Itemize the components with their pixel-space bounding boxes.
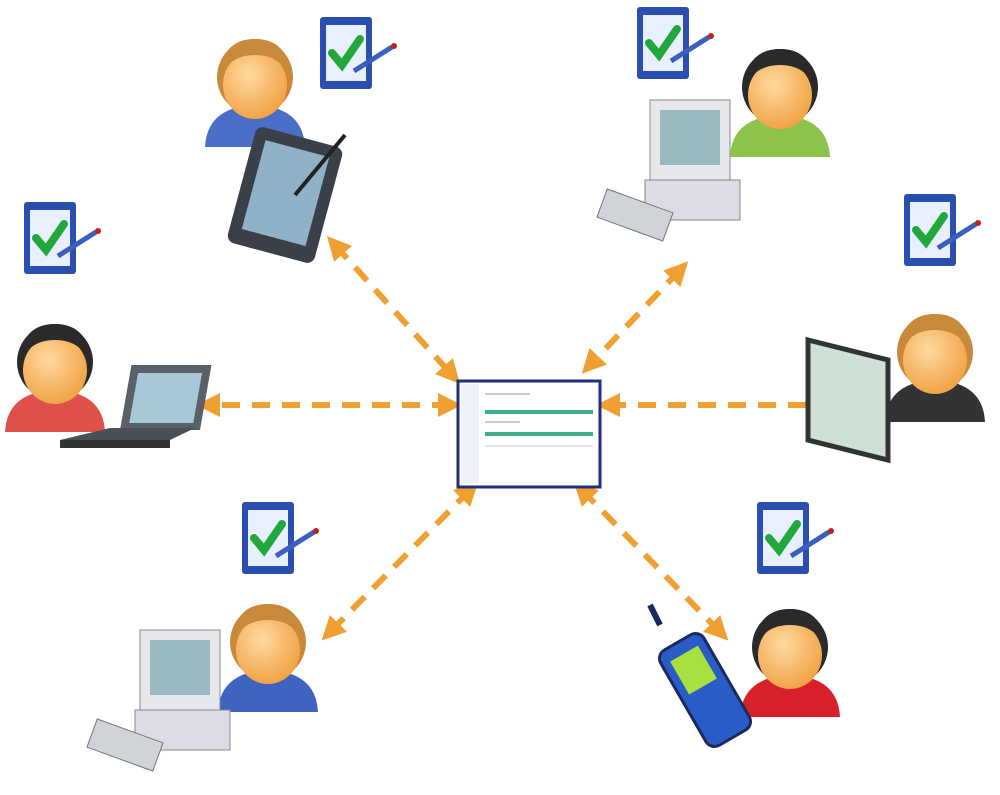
bidirectional-arrow xyxy=(326,236,461,384)
phone-user xyxy=(647,502,840,748)
person-icon xyxy=(5,324,105,432)
checklist-icon xyxy=(757,502,834,574)
bidirectional-arrow xyxy=(573,481,729,641)
person-icon xyxy=(205,39,305,147)
checklist-icon xyxy=(242,502,319,574)
bidirectional-arrow xyxy=(321,481,479,641)
laptop-icon xyxy=(60,365,212,448)
desktop-user-bottom xyxy=(86,502,319,772)
monitor-user xyxy=(805,194,985,464)
tablet-user xyxy=(205,17,397,263)
checklist-icon xyxy=(904,194,981,266)
desktop-computer-icon xyxy=(596,99,741,242)
central-web-form xyxy=(456,379,602,489)
person-icon xyxy=(218,604,318,712)
checklist-icon xyxy=(320,17,397,89)
mobile-phone-icon xyxy=(647,603,752,748)
form-field xyxy=(485,432,593,436)
tablet-icon xyxy=(227,127,347,263)
bidirectional-arrow xyxy=(581,261,689,374)
connector-arrows xyxy=(196,236,842,641)
person-icon xyxy=(730,49,830,157)
form-field xyxy=(485,410,593,414)
person-icon xyxy=(885,314,985,422)
checklist-icon xyxy=(637,7,714,79)
checklist-icon xyxy=(24,202,101,274)
desktop-computer-icon xyxy=(86,629,231,772)
person-icon xyxy=(740,609,840,717)
laptop-user xyxy=(5,202,212,448)
monitor-icon xyxy=(805,336,891,464)
desktop-user-top xyxy=(596,7,830,242)
